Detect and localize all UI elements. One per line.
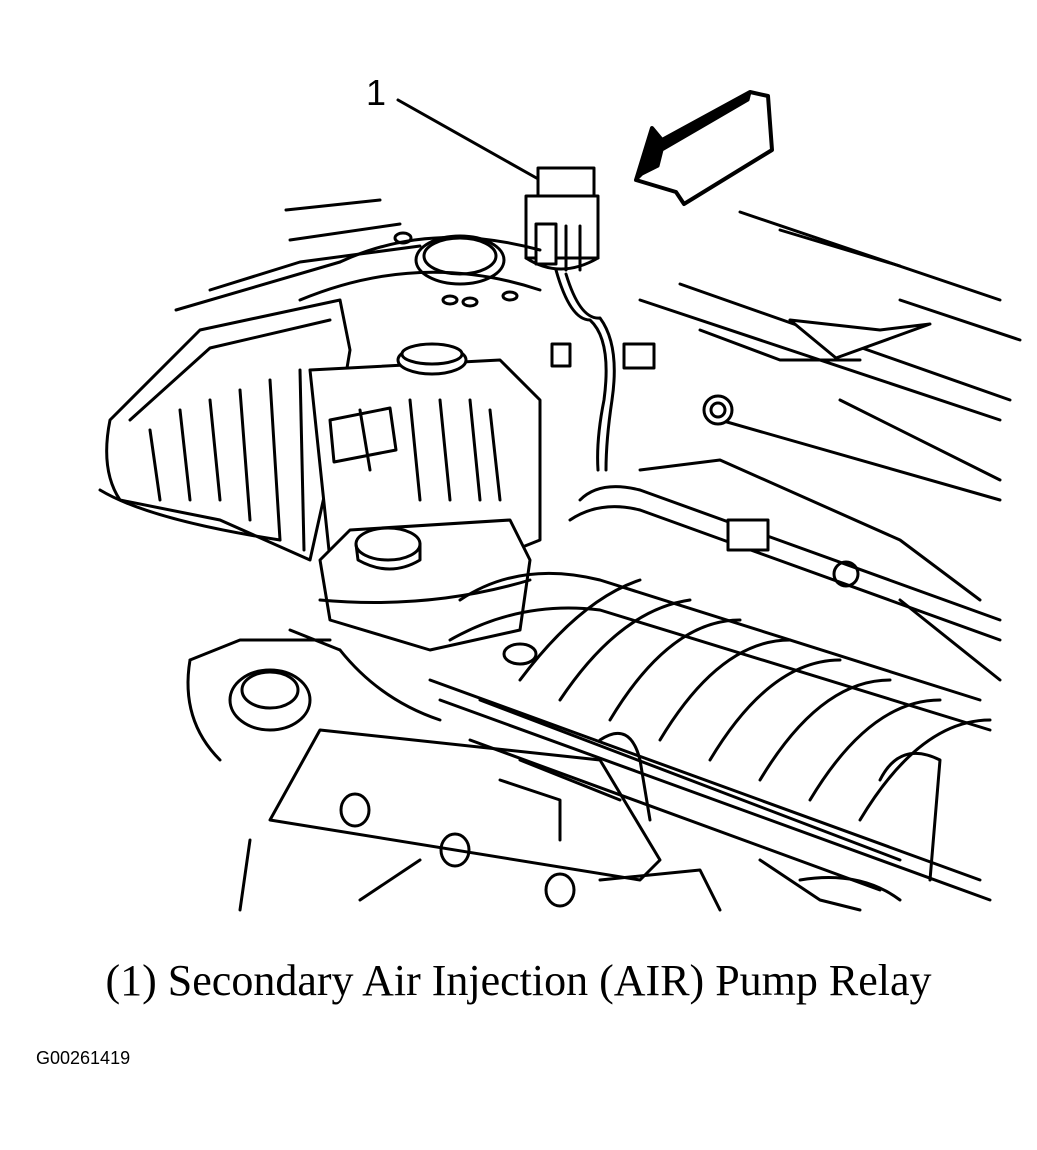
valve-cover bbox=[268, 728, 662, 882]
callout-number-1: 1 bbox=[366, 72, 387, 113]
relay-wire-harness bbox=[554, 268, 608, 472]
intake-manifold bbox=[448, 571, 992, 892]
oil-cap bbox=[228, 668, 312, 732]
air-pump-relay bbox=[524, 166, 600, 272]
coolant-tank bbox=[105, 298, 352, 562]
figure-id: G00261419 bbox=[36, 1048, 131, 1068]
callout-leader-line bbox=[396, 98, 542, 182]
figure-caption: (1) Secondary Air Injection (AIR) Pump R… bbox=[105, 956, 932, 1005]
